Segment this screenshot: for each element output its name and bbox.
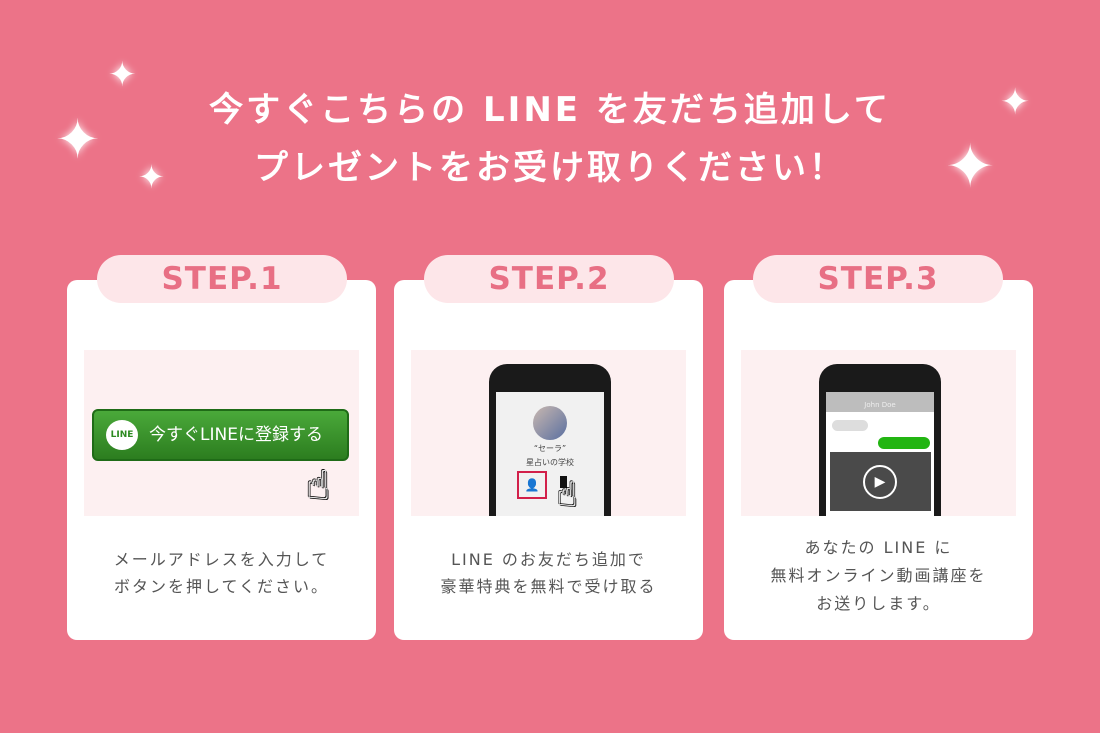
step-2-caption-1: LINE のお友だち追加で <box>451 550 646 569</box>
line-register-label: 今すぐLINEに登録する <box>149 425 323 445</box>
step-3-label: STEP.3 <box>753 255 1003 303</box>
step-2-label: STEP.2 <box>424 255 674 303</box>
pointer-hand-icon: ☝ <box>306 463 331 509</box>
step-1-caption-2: ボタンを押してください。 <box>113 577 330 596</box>
headline-line-1: 今すぐこちらの LINE を友だち追加して <box>209 90 891 130</box>
step-2-card: “セーラ” 星占いの学校 👤 ☝ LINE のお友だち追加で 豪華特典を無料で受… <box>394 280 703 640</box>
sparkle-icon: ✦ <box>138 158 165 196</box>
video-player[interactable]: ▶ <box>830 452 931 511</box>
chat-header: John Doe <box>826 392 934 412</box>
step-1-illustration: LINE 今すぐLINEに登録する ☝ <box>84 350 359 516</box>
sparkle-icon: ✦ <box>945 132 996 202</box>
play-icon[interactable]: ▶ <box>863 465 897 499</box>
step-3-illustration: John Doe ▶ <box>741 350 1016 516</box>
step-3-card: John Doe ▶ あなたの LINE に 無料オンライン動画講座を お送りし… <box>724 280 1033 640</box>
phone-mockup: “セーラ” 星占いの学校 👤 <box>489 364 611 516</box>
profile-subtitle: 星占いの学校 <box>526 458 574 467</box>
step-1-label: STEP.1 <box>97 255 347 303</box>
step-3-caption-2: 無料オンライン動画講座を <box>770 566 987 585</box>
add-friend-icon[interactable]: 👤 <box>517 471 547 499</box>
sent-message <box>878 437 930 449</box>
line-register-button[interactable]: LINE 今すぐLINEに登録する <box>92 409 349 461</box>
step-3-caption-1: あなたの LINE に <box>804 538 953 557</box>
phone-icon <box>560 476 567 488</box>
step-1-card: LINE 今すぐLINEに登録する ☝ メールアドレスを入力して ボタンを押して… <box>67 280 376 640</box>
profile-avatar <box>533 406 567 440</box>
sparkle-icon: ✦ <box>55 108 101 171</box>
step-2-caption-2: 豪華特典を無料で受け取る <box>440 577 657 596</box>
step-2-illustration: “セーラ” 星占いの学校 👤 ☝ <box>411 350 686 516</box>
sparkle-icon: ✦ <box>108 55 137 95</box>
received-message <box>832 420 868 431</box>
phone-mockup: John Doe ▶ <box>819 364 941 516</box>
sparkle-icon: ✦ <box>1000 82 1031 123</box>
pointer-hand-icon: ☝ <box>557 475 578 515</box>
profile-name: “セーラ” <box>533 444 567 453</box>
step-3-caption-3: お送りします。 <box>816 594 941 613</box>
line-logo-icon: LINE <box>106 420 138 450</box>
step-1-caption-1: メールアドレスを入力して <box>113 550 330 569</box>
headline-line-2: プレゼントをお受け取りください！ <box>254 148 846 188</box>
